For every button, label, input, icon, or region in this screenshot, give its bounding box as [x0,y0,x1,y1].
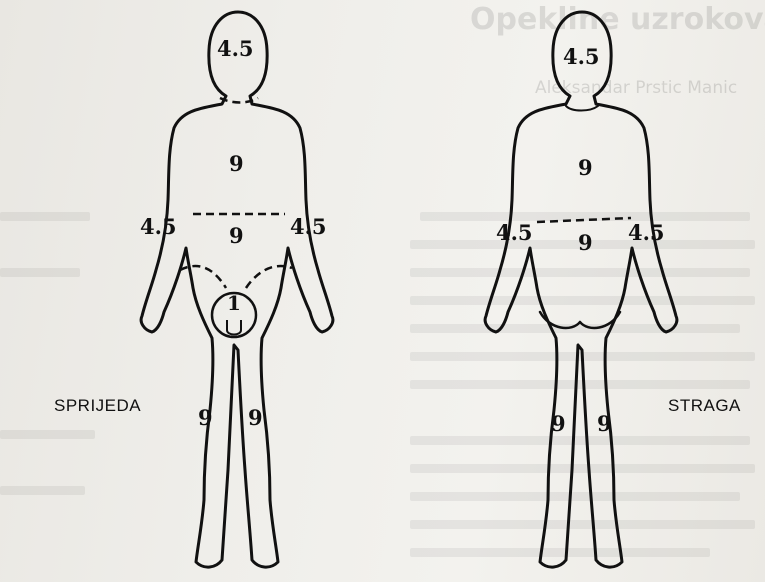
front-groin-line [180,266,292,288]
front-right-arm-value: 4.5 [140,216,177,237]
front-abdomen-value: 9 [229,225,244,246]
genital-symbol-icon [227,320,241,335]
back-shoulder-line [566,106,598,111]
back-waist-line [537,218,631,222]
back-body-outline [485,12,677,567]
front-genital-value: 1 [227,293,241,313]
front-head-value: 4.5 [217,38,254,59]
front-figure [141,12,333,567]
front-label: SPRIJEDA [54,396,141,416]
back-upper-value: 9 [578,157,593,178]
front-left-arm-value: 4.5 [290,216,327,237]
back-figure [485,12,677,567]
back-left-leg-value: 9 [551,413,566,434]
back-label: STRAGA [668,396,741,416]
back-lower-value: 9 [578,232,593,253]
back-left-arm-value: 4.5 [496,222,533,243]
back-right-arm-value: 4.5 [628,222,665,243]
front-left-leg-value: 9 [248,407,263,428]
back-head-value: 4.5 [563,46,600,67]
front-right-leg-value: 9 [198,407,213,428]
buttocks-outline [540,312,620,328]
back-right-leg-value: 9 [597,413,612,434]
front-body-outline [141,12,333,567]
front-chest-value: 9 [229,153,244,174]
